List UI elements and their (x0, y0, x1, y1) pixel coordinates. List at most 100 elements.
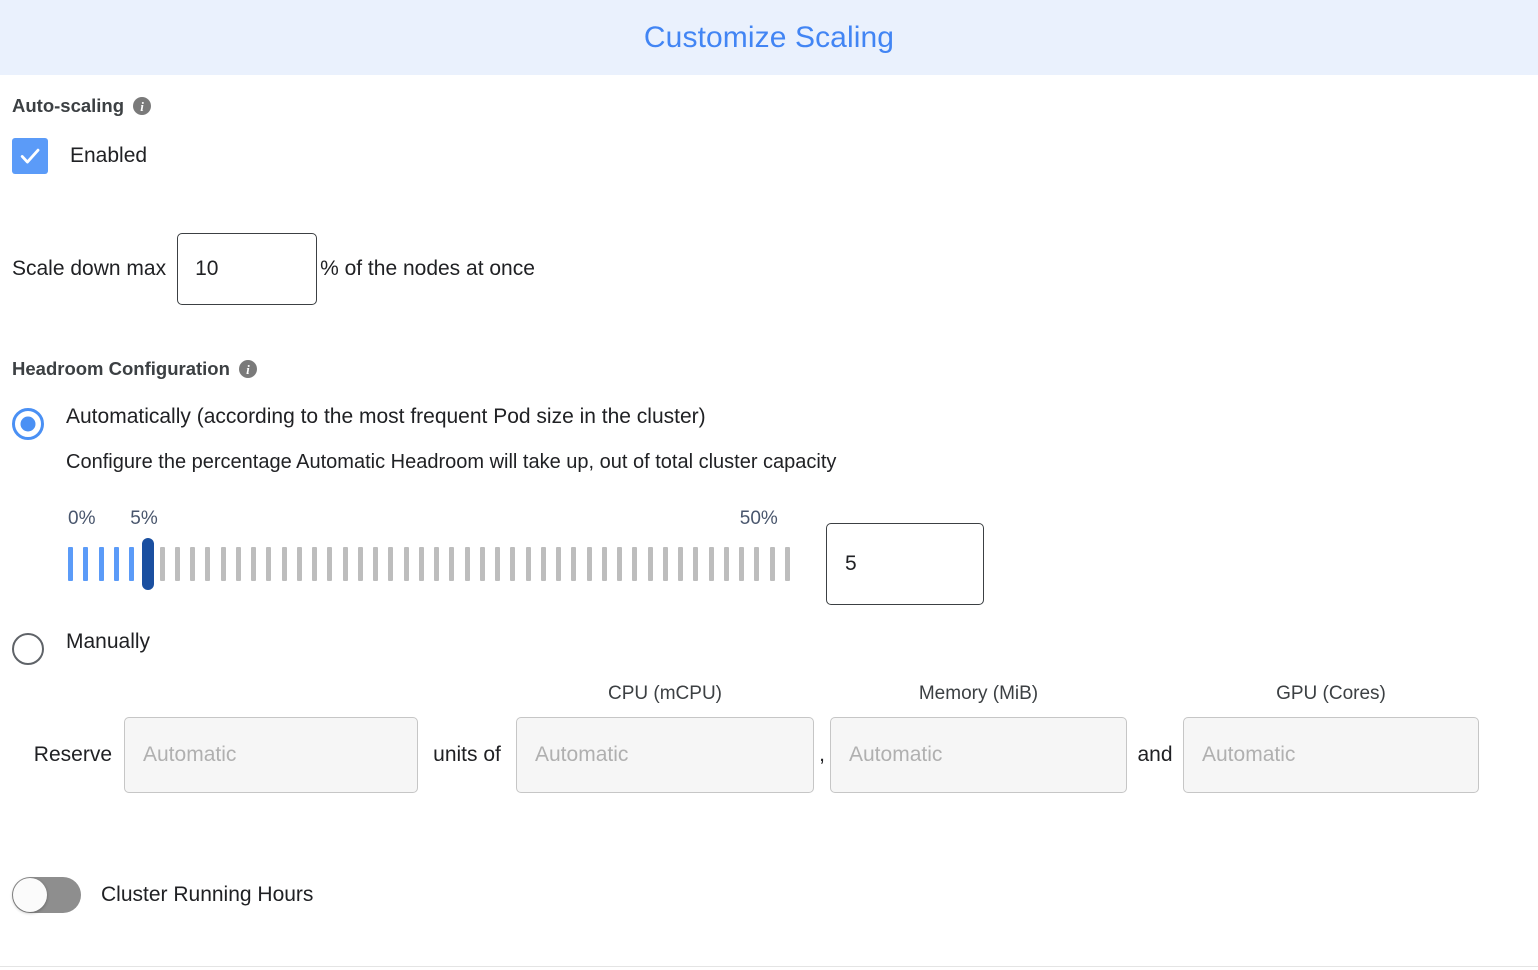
field-header-cpu: CPU (mCPU) (608, 683, 722, 705)
cluster-running-hours-label: Cluster Running Hours (101, 883, 314, 907)
dialog-body: Auto-scaling i Enabled Scale down max % … (0, 95, 1538, 914)
scale-down-max-suffix: % of the nodes at once (320, 257, 535, 280)
auto-scaling-label: Auto-scaling (12, 95, 125, 116)
slider-tick (174, 547, 180, 582)
enabled-checkbox[interactable] (12, 138, 48, 174)
scale-down-max-label: Scale down max (12, 257, 167, 280)
radio-manually-label: Manually (66, 630, 151, 654)
slider-tick (693, 547, 699, 582)
slider-tick (373, 547, 378, 582)
reserve-label: Reserve (33, 743, 112, 767)
reserve-form: CPU (mCPU) Memory (MiB) GPU (Cores) Rese… (12, 675, 1526, 794)
slider-value-label: 5% (130, 508, 158, 530)
slider-tick (190, 547, 195, 582)
scale-down-max-row: Scale down max % of the nodes at once (12, 232, 1526, 306)
slider-tick (739, 547, 744, 582)
slider-tick (266, 547, 272, 582)
slider-tick (510, 547, 516, 582)
slider-tick (647, 547, 653, 582)
reserve-memory-input[interactable] (830, 717, 1127, 794)
headroom-percentage-input[interactable] (826, 523, 984, 606)
slider-tick (723, 547, 729, 582)
slider-tick (784, 547, 790, 582)
headroom-slider[interactable]: 0% 5% 50% (68, 508, 808, 591)
reserve-gpu-input[interactable] (1183, 717, 1479, 794)
auto-scaling-heading: Auto-scaling i (12, 95, 1526, 117)
check-icon (20, 148, 40, 164)
slider-tick (434, 547, 439, 582)
reserve-field-row: Reserve units of , and (12, 717, 1526, 794)
slider-tick (708, 547, 714, 582)
auto-scaling-section: Auto-scaling i Enabled (12, 95, 1526, 174)
slider-tick (464, 547, 470, 582)
slider-tick (296, 547, 302, 582)
info-icon[interactable]: i (238, 360, 257, 378)
reserve-units-input[interactable] (124, 717, 418, 794)
slider-tick (129, 547, 134, 582)
radio-manually[interactable] (12, 633, 44, 666)
dialog-header: Customize Scaling (0, 0, 1538, 75)
page-title: Customize Scaling (643, 20, 895, 54)
slider-tick (281, 547, 287, 582)
slider-tick (312, 547, 317, 582)
slider-tick (449, 547, 455, 582)
slider-tick (113, 547, 119, 582)
field-header-memory: Memory (MiB) (918, 683, 1039, 705)
radio-automatic-description: Configure the percentage Automatic Headr… (66, 451, 837, 474)
slider-tick (388, 547, 394, 582)
slider-tick (220, 547, 226, 582)
reserve-field-headers: CPU (mCPU) Memory (MiB) GPU (Cores) (12, 675, 1526, 705)
slider-tick (205, 547, 211, 582)
slider-tick (601, 547, 607, 582)
headroom-automatic-texts: Automatically (according to the most fre… (66, 405, 837, 474)
field-header-gpu: GPU (Cores) (1276, 683, 1386, 705)
headroom-manual-option[interactable]: Manually (12, 630, 1526, 666)
slider-tick (754, 547, 760, 582)
slider-thumb[interactable] (142, 538, 155, 591)
slider-tick (540, 547, 546, 582)
headroom-heading: Headroom Configuration i (12, 358, 1526, 380)
toggle-knob (13, 878, 47, 913)
connector-units-of: units of (433, 743, 501, 767)
headroom-automatic-option[interactable]: Automatically (according to the most fre… (12, 405, 1526, 474)
slider-tick (98, 547, 104, 582)
slider-tick (235, 547, 241, 582)
radio-automatic[interactable] (12, 408, 44, 440)
slider-tick (479, 547, 485, 582)
slider-tick (495, 547, 500, 582)
slider-tick (571, 547, 577, 582)
enabled-label: Enabled (70, 144, 148, 167)
auto-scaling-enabled-row[interactable]: Enabled (12, 138, 1526, 174)
scale-down-max-input[interactable] (177, 233, 318, 305)
headroom-percentage-slider-area: 0% 5% 50% (12, 508, 1526, 606)
cluster-running-hours-row[interactable]: Cluster Running Hours (12, 877, 1526, 914)
slider-tick (617, 547, 622, 582)
slider-tick (159, 547, 165, 582)
slider-tick (678, 547, 683, 582)
headroom-section: Headroom Configuration i Automatically (… (12, 358, 1526, 606)
slider-tick (68, 547, 73, 582)
radio-automatic-label: Automatically (according to the most fre… (66, 405, 706, 428)
headroom-label: Headroom Configuration (12, 358, 230, 379)
slider-track[interactable] (68, 538, 808, 591)
slider-tick (251, 547, 256, 582)
slider-tick (418, 547, 424, 582)
slider-tick (769, 547, 775, 582)
headroom-manual-section: Manually CPU (mCPU) Memory (MiB) GPU (Co… (12, 630, 1526, 794)
cluster-running-hours-toggle[interactable] (12, 877, 81, 914)
slider-tick (83, 547, 89, 582)
slider-tick (556, 547, 561, 582)
reserve-cpu-input[interactable] (516, 717, 814, 794)
slider-tick (632, 547, 638, 582)
slider-tick (525, 547, 531, 582)
slider-max-label: 50% (739, 508, 778, 530)
connector-and: and (1137, 743, 1173, 767)
bottom-divider (0, 966, 1538, 967)
slider-tick (662, 547, 668, 582)
info-icon[interactable]: i (133, 97, 152, 115)
slider-scale-labels: 0% 5% 50% (68, 508, 808, 534)
slider-tick (327, 547, 333, 582)
slider-tick (342, 547, 348, 582)
slider-tick (357, 547, 363, 582)
slider-min-label: 0% (68, 508, 96, 530)
